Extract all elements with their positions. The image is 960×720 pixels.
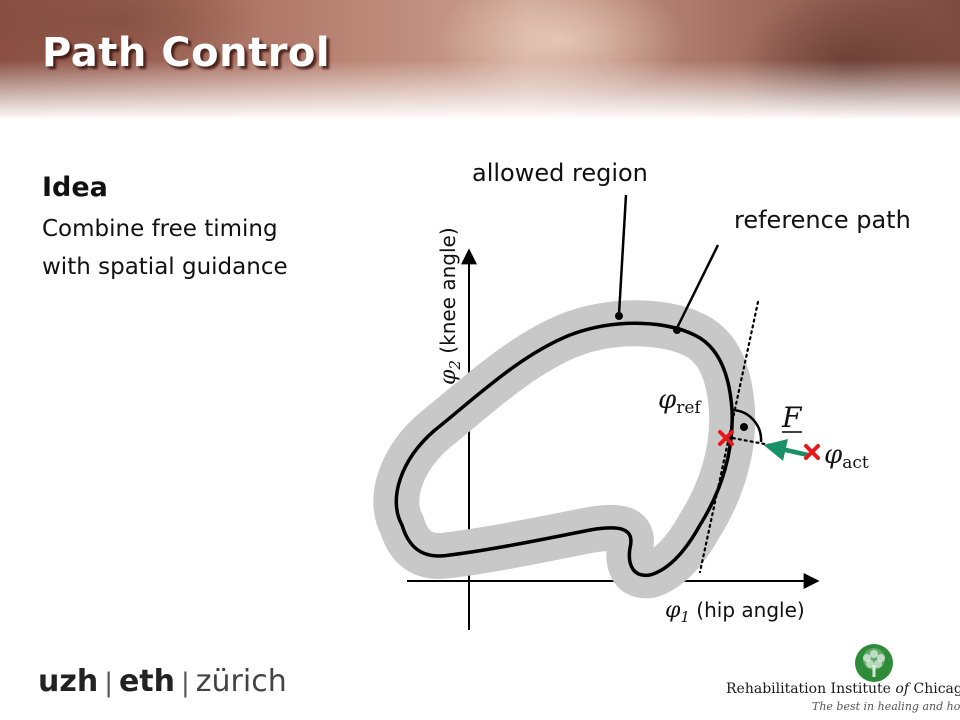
- x-axis-label: φ1 (hip angle): [665, 598, 805, 626]
- footer-separator-2: |: [181, 668, 190, 698]
- reference-path-curve: [394, 321, 734, 577]
- reference-path-dot: [673, 326, 681, 334]
- allowed-region-dot: [615, 312, 623, 320]
- idea-line-1: Combine free timing: [42, 216, 278, 242]
- force-label: F: [781, 401, 803, 434]
- allowed-region-leader: [617, 194, 628, 315]
- phi-act-marker: [804, 444, 820, 460]
- eth-wordmark: eth: [118, 664, 175, 699]
- ric-tree-logo-icon: [855, 644, 893, 682]
- phi-act-label: φact: [824, 440, 869, 473]
- banner-fade: [0, 60, 960, 120]
- phi-ref-marker: [718, 430, 734, 446]
- normal-line: [725, 435, 772, 447]
- zurich-wordmark: zürich: [195, 664, 287, 699]
- reference-path-leader: [675, 244, 720, 329]
- right-angle-dot: [740, 423, 748, 431]
- allowed-region-label: allowed region: [472, 159, 648, 187]
- phi-ref-label: φref: [658, 385, 702, 418]
- slide-title: Path Control: [42, 30, 331, 76]
- footer-separator-1: |: [104, 668, 113, 698]
- idea-line-2: with spatial guidance: [42, 254, 288, 280]
- force-arrow: [763, 438, 809, 461]
- uzh-eth-zurich-logo: uzh|eth|zürich: [38, 664, 287, 699]
- idea-heading: Idea: [42, 172, 108, 203]
- ric-name: Rehabilitation Institute of Chicago: [726, 681, 960, 697]
- right-angle-arc: [732, 408, 763, 443]
- uzh-wordmark: uzh: [38, 664, 99, 699]
- ric-tagline: The best in healing and hope.: [812, 700, 960, 713]
- y-axis-label: φ2 (knee angle): [436, 227, 464, 385]
- reference-path-label: reference path: [734, 206, 911, 234]
